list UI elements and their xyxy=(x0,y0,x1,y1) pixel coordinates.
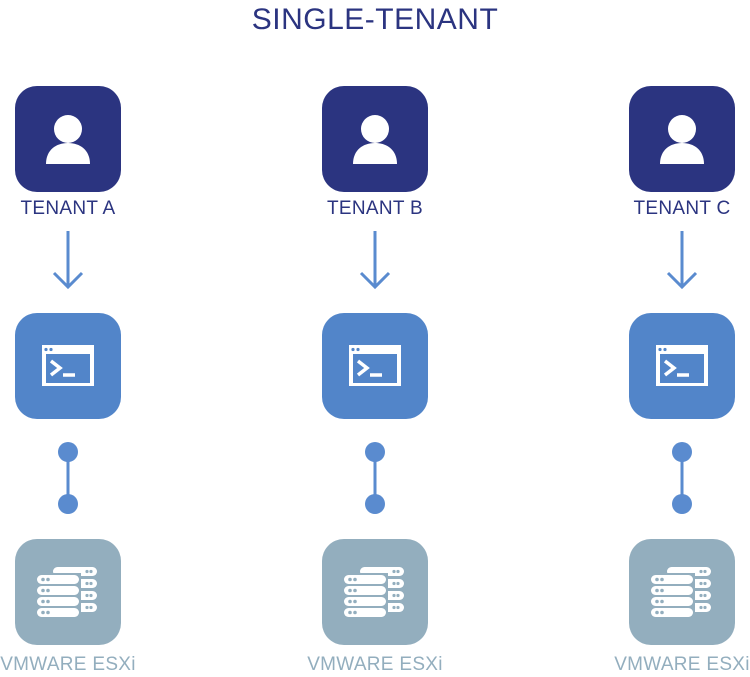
connector-line xyxy=(672,442,692,514)
user-icon xyxy=(353,115,397,164)
tenant-tile xyxy=(15,86,121,192)
connector-line xyxy=(365,442,385,514)
tenant-column-c: TENANT C xyxy=(602,0,750,677)
terminal-window-icon xyxy=(42,345,94,386)
console-tile xyxy=(629,313,735,419)
tenant-column-a: TENANT A xyxy=(0,0,148,677)
console-tile xyxy=(15,313,121,419)
connector-line xyxy=(58,442,78,514)
down-arrow-icon xyxy=(666,231,698,290)
server-label: VMWARE ESXi xyxy=(0,654,136,675)
tenant-tile xyxy=(322,86,428,192)
diagram-title: SINGLE-TENANT xyxy=(251,3,499,36)
server-tile xyxy=(322,539,428,645)
tenant-column-b: TENANT B xyxy=(295,0,455,677)
server-label: VMWARE ESXi xyxy=(614,654,750,675)
tenant-label: TENANT B xyxy=(326,198,423,219)
down-arrow-icon xyxy=(52,231,84,290)
terminal-window-icon xyxy=(656,345,708,386)
terminal-window-icon xyxy=(349,345,401,386)
tenant-tile xyxy=(629,86,735,192)
down-arrow-icon xyxy=(359,231,391,290)
server-stack-icon xyxy=(35,567,97,617)
tenant-label: TENANT A xyxy=(20,198,116,219)
server-tile xyxy=(15,539,121,645)
server-stack-icon xyxy=(649,567,711,617)
tenant-label: TENANT C xyxy=(633,198,731,219)
server-stack-icon xyxy=(342,567,404,617)
server-label: VMWARE ESXi xyxy=(307,654,443,675)
user-icon xyxy=(660,115,704,164)
server-tile xyxy=(629,539,735,645)
user-icon xyxy=(46,115,90,164)
console-tile xyxy=(322,313,428,419)
